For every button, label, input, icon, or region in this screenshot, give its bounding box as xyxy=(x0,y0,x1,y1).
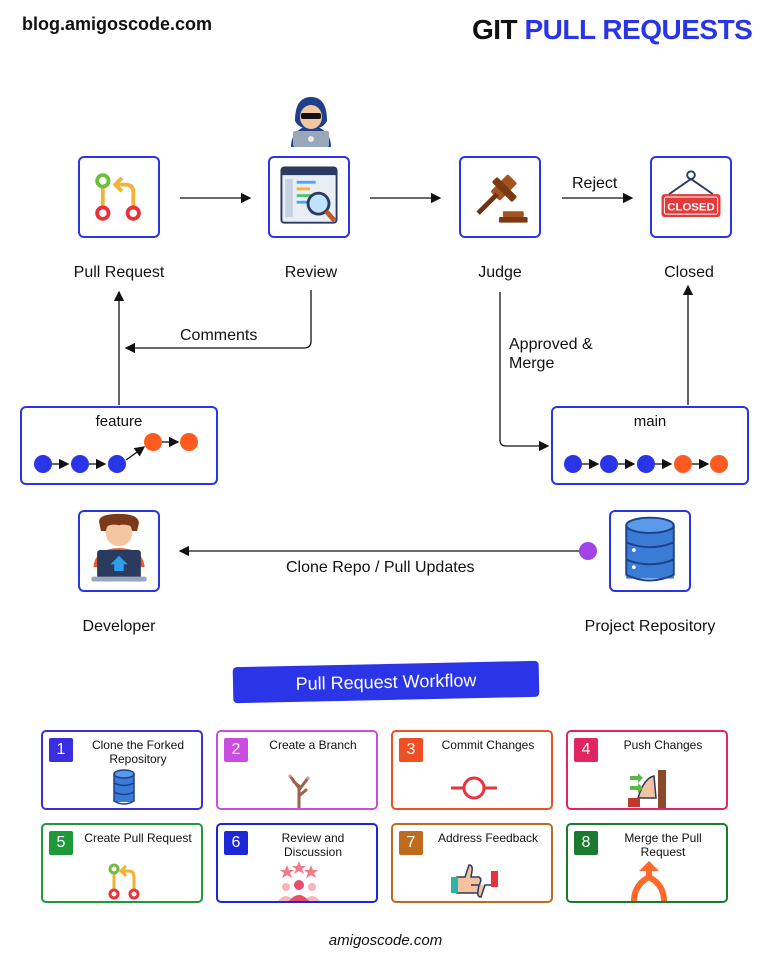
step-number: 6 xyxy=(224,831,248,855)
reviewer-icon xyxy=(291,97,331,147)
pull-request-icon xyxy=(95,173,141,221)
closed-sign-icon: CLOSED xyxy=(661,170,721,217)
workflow-step-card: 6 Review and Discussion xyxy=(216,823,378,903)
step-label: Address Feedback xyxy=(437,831,539,845)
page-title: GIT PULL REQUESTS xyxy=(472,14,753,46)
main-branch: main xyxy=(551,406,749,485)
commit-dot xyxy=(144,433,162,451)
title-pull-requests: PULL REQUESTS xyxy=(524,14,753,45)
step-label: Create a Branch xyxy=(269,738,357,752)
pull-request-node xyxy=(78,156,160,238)
workflow-step-card: 3 Commit Changes xyxy=(391,730,553,810)
workflow-banner: Pull Request Workflow xyxy=(232,660,540,704)
step-number: 1 xyxy=(49,738,73,762)
step-number: 5 xyxy=(49,831,73,855)
step-label: Commit Changes xyxy=(441,738,535,752)
commit-dot xyxy=(108,455,126,473)
footer: amigoscode.com xyxy=(328,932,443,949)
approved-merge-line1: Approved & xyxy=(509,336,593,353)
main-branch-name: main xyxy=(633,413,667,430)
title-git: GIT xyxy=(472,14,518,45)
reject-label: Reject xyxy=(572,175,618,192)
closed-node: CLOSED xyxy=(650,156,732,238)
comments-label: Comments xyxy=(180,327,258,344)
developer-node xyxy=(78,510,160,592)
approved-merge-label: Approved & Merge xyxy=(509,335,593,373)
commit-dot xyxy=(564,455,582,473)
step-label: Push Changes xyxy=(623,738,703,752)
edge-approved-merge xyxy=(499,292,550,452)
feature-commits xyxy=(34,433,198,473)
review-node xyxy=(268,156,350,238)
commit-dot xyxy=(71,455,89,473)
project-repository-node xyxy=(609,510,691,592)
workflow-step-card: 4 Push Changes xyxy=(566,730,728,810)
step-number: 3 xyxy=(399,738,423,762)
workflow-step-card: 5 Create Pull Request xyxy=(41,823,203,903)
step-label: Clone the Forked Repository xyxy=(91,738,185,766)
workflow-step-card: 2 Create a Branch xyxy=(216,730,378,810)
closed-label: Closed xyxy=(664,264,714,281)
step-number: 4 xyxy=(574,738,598,762)
review-label: Review xyxy=(284,264,338,281)
workflow-step-card: 8 Merge the Pull Request xyxy=(566,823,728,903)
commit-dot xyxy=(180,433,198,451)
database-icon xyxy=(625,516,675,582)
code-review-icon xyxy=(280,166,338,224)
step-label: Merge the Pull Request xyxy=(624,831,702,859)
site-url: blog.amigoscode.com xyxy=(22,14,213,34)
commit-dot xyxy=(637,455,655,473)
clone-pull-label: Clone Repo / Pull Updates xyxy=(286,559,475,576)
developer-label: Developer xyxy=(82,618,156,635)
feature-branch-name: feature xyxy=(95,413,143,430)
commit-dot xyxy=(34,455,52,473)
judge-label: Judge xyxy=(478,264,522,281)
gavel-icon xyxy=(476,174,528,223)
pull-request-label: Pull Request xyxy=(73,264,165,281)
step-number: 8 xyxy=(574,831,598,855)
main-commits xyxy=(564,455,728,473)
workflow-step-card: 7 Address Feedback xyxy=(391,823,553,903)
developer-icon xyxy=(91,513,147,582)
approved-merge-line2: Merge xyxy=(509,355,555,372)
repo-source-dot xyxy=(579,542,597,560)
judge-node xyxy=(459,156,541,238)
step-number: 7 xyxy=(399,831,423,855)
commit-dot xyxy=(600,455,618,473)
closed-sign-text: CLOSED xyxy=(667,201,715,213)
step-label: Create Pull Request xyxy=(84,831,192,845)
feature-branch: feature xyxy=(20,406,218,485)
step-label: Review and Discussion xyxy=(281,831,345,859)
commit-dot xyxy=(710,455,728,473)
commit-dot xyxy=(674,455,692,473)
step-number: 2 xyxy=(224,738,248,762)
edge-comments xyxy=(124,290,312,354)
workflow-step-card: 1 Clone the Forked Repository xyxy=(41,730,203,810)
project-repository-label: Project Repository xyxy=(584,618,716,635)
